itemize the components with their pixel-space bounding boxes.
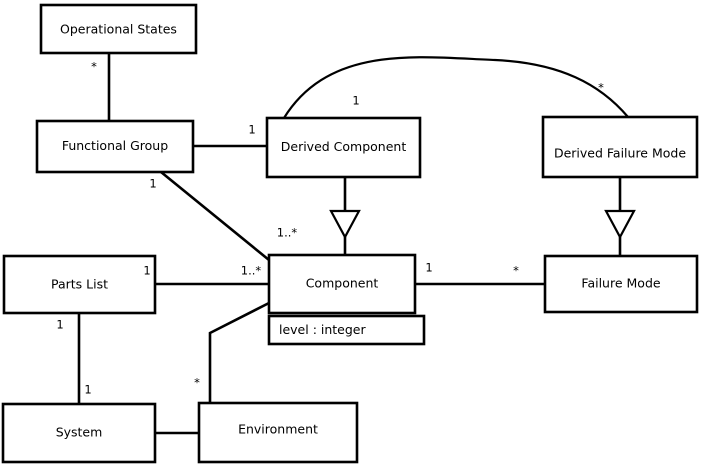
class-label-operational-states: Operational States (60, 22, 177, 37)
multiplicity-label-functionalgroup-derivedcomponent: 1 (352, 94, 359, 108)
association-line-functionalgroup-component (160, 170, 270, 262)
class-box-environment[interactable]: Environment (197, 401, 359, 464)
class-label-derived-failure-mode: Derived Failure Mode (554, 146, 686, 161)
class-box-failure-mode[interactable]: Failure Mode (543, 254, 699, 314)
multiplicity-label-derivedfailuremode-arc: * (598, 81, 604, 95)
class-label-functional-group: Functional Group (62, 138, 168, 153)
generalization-triangle-derivedfailuremode-failuremode (604, 209, 636, 240)
class-rect-system (1, 402, 157, 464)
multiplicity-label-partslist-component-near: 1 (143, 264, 150, 278)
association-arc-derivedcomponent-derivedfailuremode (283, 56, 629, 119)
class-rect-component-attributes (267, 314, 426, 346)
multiplicity-label-component-functionalgroup: 1..* (277, 226, 298, 240)
multiplicity-label-system-partslist: 1 (84, 383, 91, 397)
multiplicity-label-component-failuremode: 1 (425, 261, 432, 275)
class-box-derived-component[interactable]: Derived Component (265, 116, 422, 179)
generalization-triangle-derivedcomponent-component (329, 209, 361, 240)
multiplicity-label-derivedcomponent-arc: 1 (248, 123, 255, 137)
class-box-parts-list[interactable]: Parts List (2, 254, 157, 315)
class-label-environment: Environment (238, 422, 318, 437)
multiplicity-label-failuremode-component: * (513, 264, 519, 278)
class-rect-functional-group (35, 119, 195, 174)
class-attribute-compartment-component[interactable]: level : integer (267, 314, 426, 346)
class-attribute-component-level: level : integer (279, 322, 366, 337)
multiplicity-label-environment-component: * (194, 376, 200, 390)
class-label-failure-mode: Failure Mode (581, 276, 660, 291)
class-rect-derived-component (265, 116, 422, 179)
class-rect-derived-failure-mode (541, 115, 699, 179)
class-box-functional-group[interactable]: Functional Group (35, 119, 195, 174)
class-box-component[interactable]: Component (267, 253, 417, 315)
multiplicity-label-partslist-component-far: 1..* (241, 264, 262, 278)
multiplicity-label-partslist-system: 1 (56, 318, 63, 332)
class-box-operational-states[interactable]: Operational States (39, 3, 198, 55)
class-label-system: System (56, 425, 103, 440)
class-label-parts-list: Parts List (51, 277, 108, 292)
multiplicity-label-functionalgroup-component: 1 (149, 177, 156, 191)
multiplicity-label-opstates: * (91, 60, 97, 74)
class-rect-component (267, 253, 417, 315)
class-label-derived-component: Derived Component (281, 139, 407, 154)
class-label-component: Component (306, 276, 379, 291)
association-line-environment-component (208, 301, 270, 403)
class-rect-environment (197, 401, 359, 464)
class-box-derived-failure-mode[interactable]: Derived Failure Mode (541, 115, 699, 179)
class-rect-parts-list (2, 254, 157, 315)
class-rect-failure-mode (543, 254, 699, 314)
class-box-system[interactable]: System (1, 402, 157, 464)
class-rect-operational-states (39, 3, 198, 55)
